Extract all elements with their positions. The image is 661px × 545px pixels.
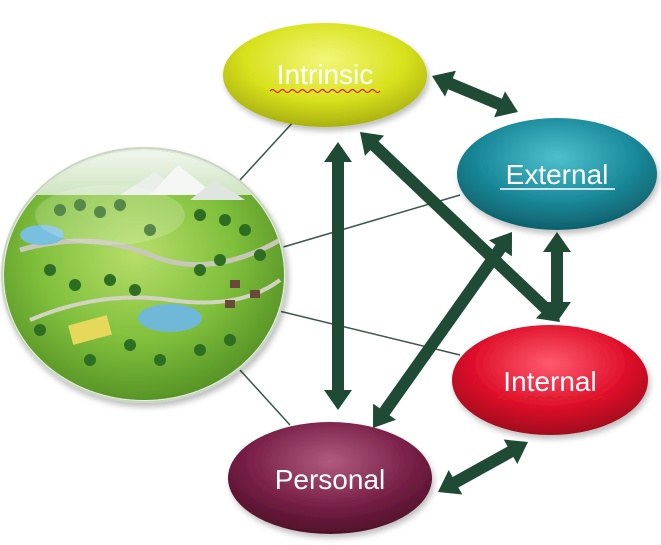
node-internal-shape	[452, 325, 648, 435]
node-intrinsic-label: Intrinsic	[277, 59, 373, 90]
node-external: External	[457, 118, 657, 230]
double-arrow-personal-internal	[438, 439, 528, 495]
double-arrow-external-personal	[373, 232, 512, 428]
relationship-arrows	[324, 70, 571, 495]
connector-landscape-personal	[239, 369, 291, 426]
node-personal-shape	[228, 422, 432, 534]
node-internal: Internal	[452, 325, 648, 435]
node-intrinsic-shape	[223, 23, 427, 127]
node-external-label: External	[506, 159, 609, 190]
double-arrow-intrinsic-personal	[324, 142, 352, 410]
spellcheck-squiggle	[269, 88, 381, 94]
node-intrinsic: Intrinsic	[223, 23, 427, 127]
node-personal-label: Personal	[275, 464, 386, 495]
node-external-shape	[457, 118, 657, 230]
spellcheck-squiggle	[497, 395, 604, 401]
double-arrow-intrinsic-internal	[360, 132, 560, 322]
connector-landscape-intrinsic	[239, 119, 296, 181]
double-arrow-external-internal	[543, 232, 571, 322]
landscape-globe-illustration	[1, 147, 287, 403]
double-arrow-intrinsic-external	[432, 70, 518, 118]
node-internal-label: Internal	[503, 366, 596, 397]
node-personal: Personal	[228, 422, 432, 534]
